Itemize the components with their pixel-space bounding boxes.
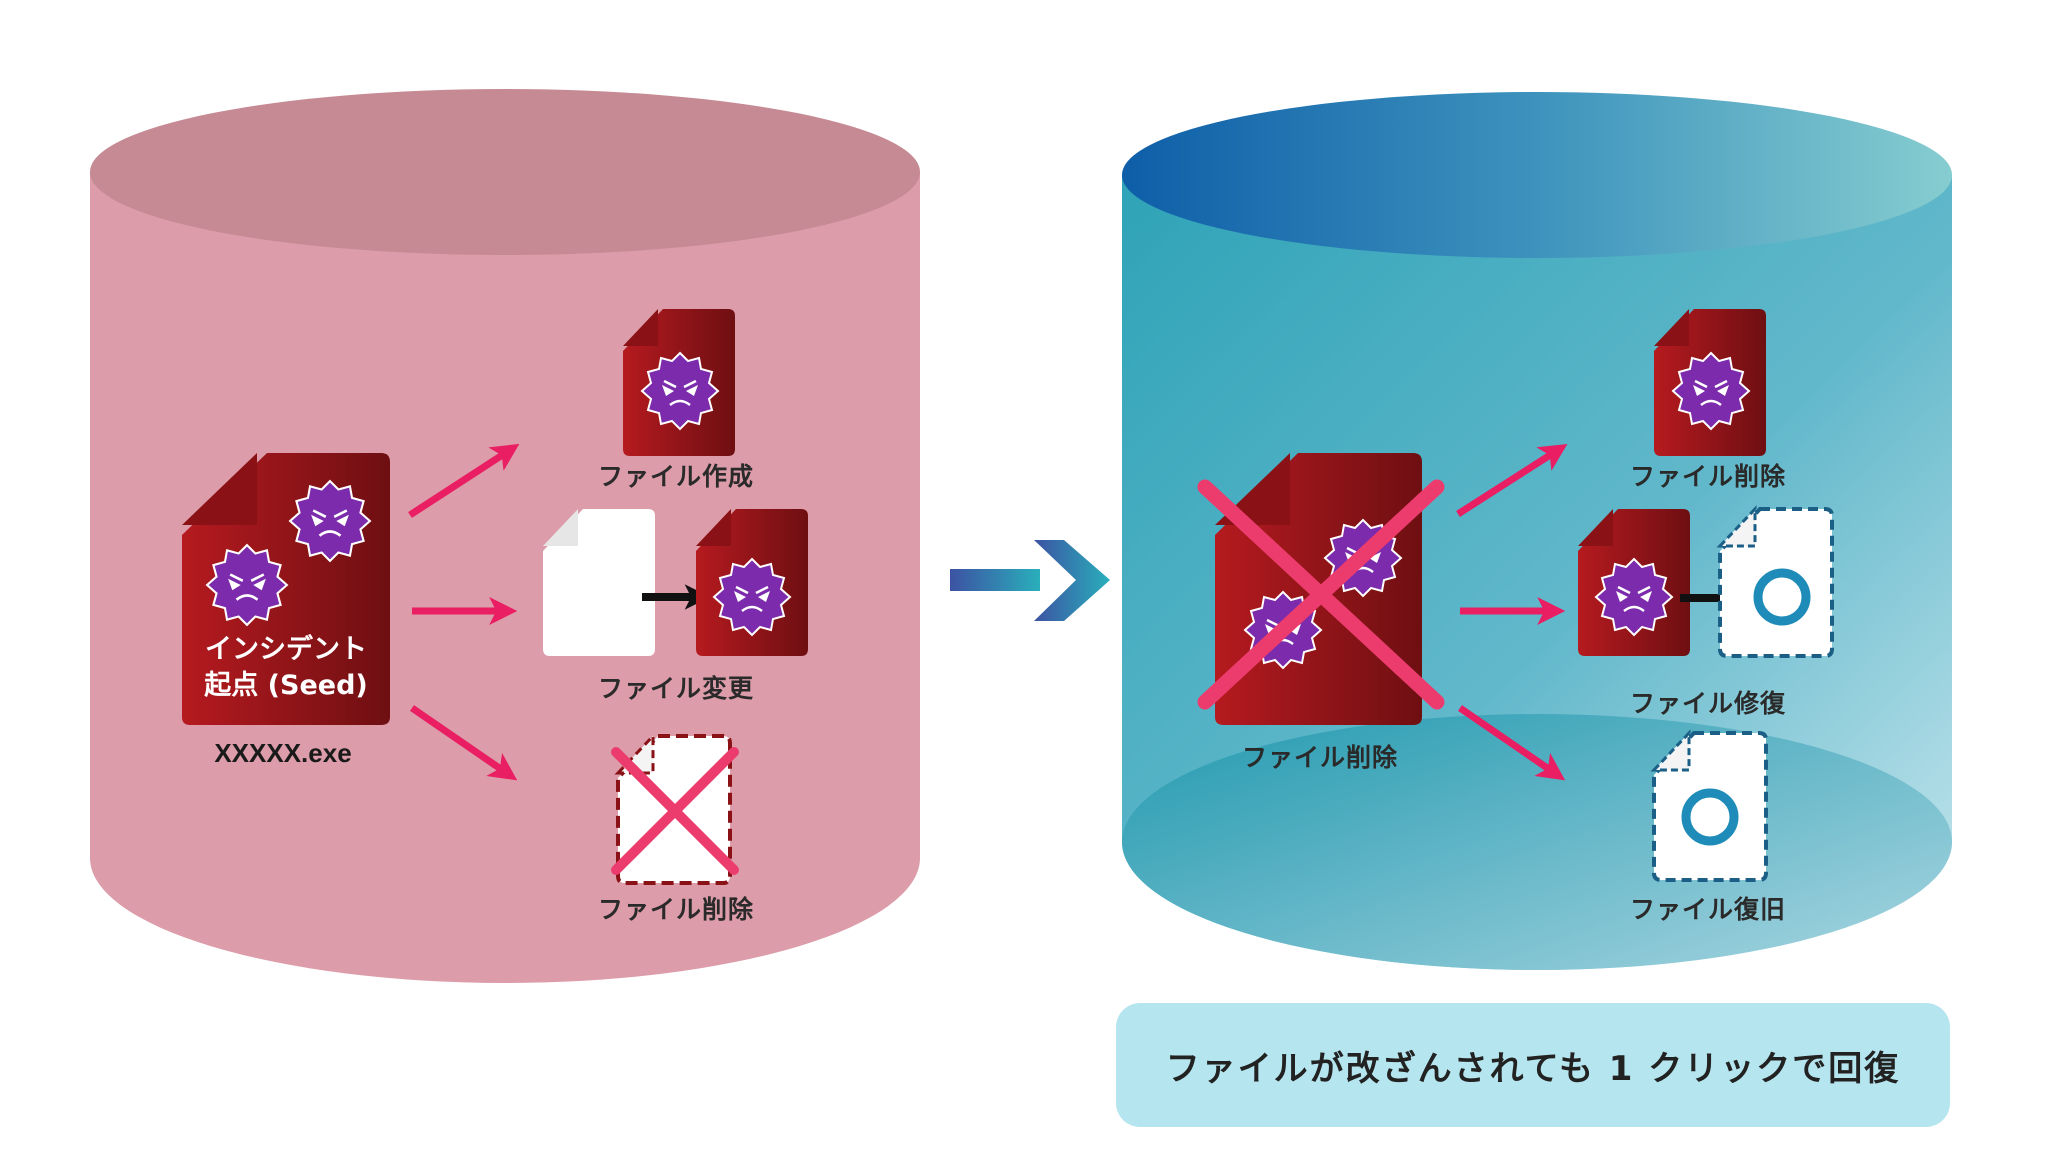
transition-arrow-icon (950, 540, 1110, 621)
changed-malware-file-icon (696, 509, 808, 656)
repair-malware-file-icon (1578, 509, 1690, 656)
recovered-file-icon (1650, 729, 1768, 882)
arrow-icon (1456, 443, 1568, 781)
blank-file-icon (543, 509, 655, 656)
label-center-file-delete: ファイル削除 (1241, 743, 1399, 772)
caption-text: ファイルが改ざんされても 1 クリックで回復 (1165, 1048, 1901, 1089)
label-file-delete: ファイル削除 (597, 895, 755, 924)
seed-filename: XXXXX.exe (214, 738, 352, 768)
restored-file-icon (1716, 505, 1834, 658)
seed-label-line1: インシデント (204, 634, 367, 665)
seed-label-line2: 起点 (Seed) (204, 670, 368, 701)
seed-label: インシデント 起点 (Seed) (204, 632, 367, 704)
label-file-repair: ファイル修復 (1629, 689, 1787, 718)
malware-file-icon (1654, 309, 1766, 456)
caption-box: ファイルが改ざんされても 1 クリックで回復 (1116, 1003, 1950, 1127)
created-malware-file-icon (623, 309, 735, 456)
label-right-file-delete: ファイル削除 (1629, 462, 1787, 491)
label-file-change: ファイル変更 (597, 674, 755, 703)
arrow-icon (408, 443, 520, 781)
label-file-restore: ファイル復旧 (1629, 895, 1787, 924)
label-file-create: ファイル作成 (597, 462, 755, 491)
seed-malware-file-icon (182, 453, 390, 725)
cross-icon (611, 747, 739, 875)
cross-icon (1197, 479, 1445, 710)
